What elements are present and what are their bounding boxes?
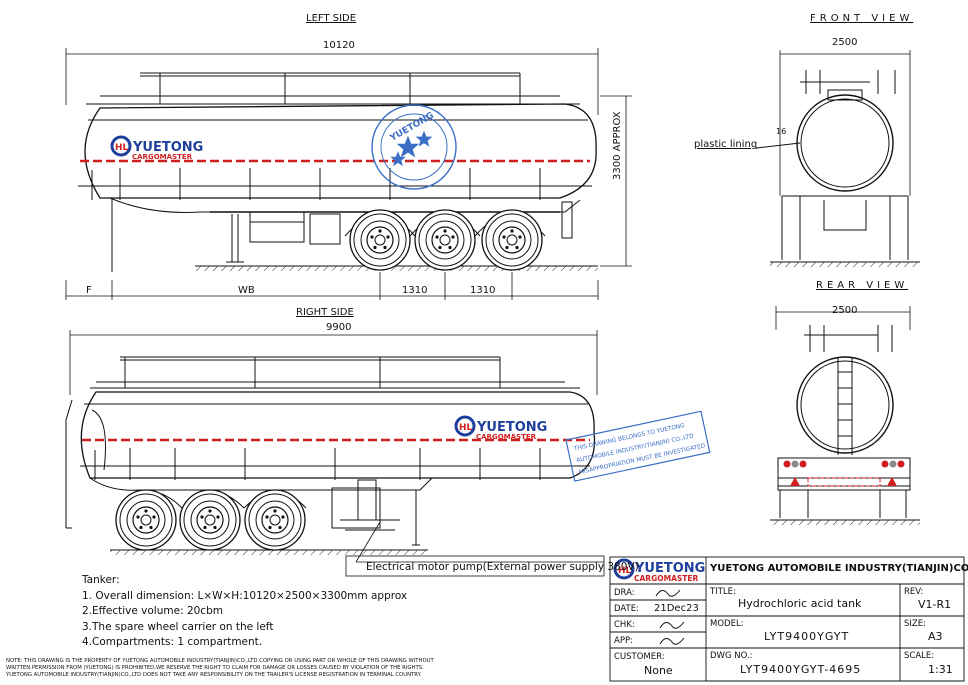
legal-notice: NOTE: THIS DRAWING IS THE PROPERTY OF YU… [6, 658, 450, 679]
legal-line: WRITTEN PERMISSION FROM (YUETONG) IS PRO… [6, 665, 424, 671]
title-block-grid [609, 556, 965, 682]
lining-thickness: 16 [776, 127, 787, 136]
size-label: SIZE: [904, 619, 926, 629]
legal-line: YUETONG AUTOMOBILE INDUSTRY(TIANJIN)CO.,… [6, 672, 422, 678]
left-side-dimensions [65, 48, 632, 300]
dwg-label: DWG NO.: [710, 651, 753, 661]
left-logo-mark: HL [115, 143, 129, 153]
signatures [655, 589, 685, 645]
title-value: Hydrochloric acid tank [738, 597, 862, 610]
front-view [755, 50, 920, 267]
tb-logo-mark: HL [618, 566, 632, 576]
scale-value: 1:31 [928, 663, 953, 676]
rev-value: V1-R1 [918, 598, 952, 611]
date-label: DATE: [614, 604, 639, 614]
axle-spacing-2: 1310 [470, 285, 496, 296]
ownership-stamp: THIS DRAWING BELONGS TO YUETONG AUTOMOBI… [565, 410, 711, 482]
chk-label: CHK: [614, 620, 635, 630]
plastic-lining-callout: plastic lining [694, 139, 758, 150]
title-block-logo: HL YUETONG CARGOMASTER [613, 558, 705, 583]
rear-lamps [783, 460, 905, 487]
front-view-title: FRONT VIEW [810, 13, 914, 24]
tb-logo-name: YUETONG [634, 561, 705, 576]
left-brand-logo: HL YUETONG CARGOMASTER [110, 135, 203, 161]
right-brand-logo: HL YUETONG CARGOMASTER [454, 415, 547, 441]
front-width-dim: 2500 [832, 37, 858, 48]
size-value: A3 [928, 630, 943, 643]
right-side-title: RIGHT SIDE [296, 307, 354, 318]
axle-spacing-1: 1310 [402, 285, 428, 296]
wb-dim: WB [238, 285, 255, 296]
customer-value: None [644, 664, 673, 677]
rev-label: REV: [904, 587, 924, 597]
left-side-title: LEFT SIDE [306, 13, 357, 24]
tanker-notes: Tanker: 1. Overall dimension: L×W×H:1012… [82, 573, 407, 651]
model-value: LYT9400YGYT [764, 630, 850, 643]
model-label: MODEL: [710, 619, 744, 629]
left-logo-name: YUETONG [132, 140, 203, 155]
company-seal: YUETONG [371, 104, 457, 190]
company-name: YUETONG AUTOMOBILE INDUSTRY(TIANJIN)CO.,… [710, 563, 968, 574]
scale-label: SCALE: [904, 651, 935, 661]
rear-view-title: REAR VIEW [816, 280, 909, 291]
note-item: 1. Overall dimension: L×W×H:10120×2500×3… [82, 589, 408, 602]
height-dim: 3300 APPROX [612, 111, 623, 180]
date-value: 21Dec23 [654, 603, 699, 614]
rear-width-dim: 2500 [832, 305, 858, 316]
motor-pump-leader [345, 521, 605, 577]
note-item: 2.Effective volume: 20cbm [82, 605, 223, 618]
motor-pump-callout: Electrical motor pump(External power sup… [366, 561, 639, 573]
right-logo-mark: HL [459, 423, 473, 433]
customer-label: CUSTOMER: [614, 652, 665, 662]
title-label: TITLE: [710, 587, 736, 597]
f-dim: F [86, 285, 92, 296]
rear-view [770, 306, 920, 525]
left-length-dim: 10120 [323, 40, 355, 51]
right-length-dim: 9900 [326, 322, 352, 333]
legal-line: NOTE: THIS DRAWING IS THE PROPERTY OF YU… [6, 658, 434, 664]
right-logo-sub: CARGOMASTER [476, 433, 537, 441]
right-logo-name: YUETONG [476, 420, 547, 435]
dra-label: DRA: [614, 588, 635, 598]
left-logo-sub: CARGOMASTER [132, 153, 193, 161]
note-item: 4.Compartments: 1 compartment. [82, 636, 263, 649]
app-label: APP: [614, 636, 633, 646]
right-side-dimensions [69, 330, 598, 395]
note-item: 3.The spare wheel carrier on the left [82, 620, 274, 633]
notes-title: Tanker: [82, 574, 120, 586]
tb-logo-sub: CARGOMASTER [634, 574, 699, 583]
dwg-value: LYT9400YGYT-4695 [740, 663, 862, 676]
